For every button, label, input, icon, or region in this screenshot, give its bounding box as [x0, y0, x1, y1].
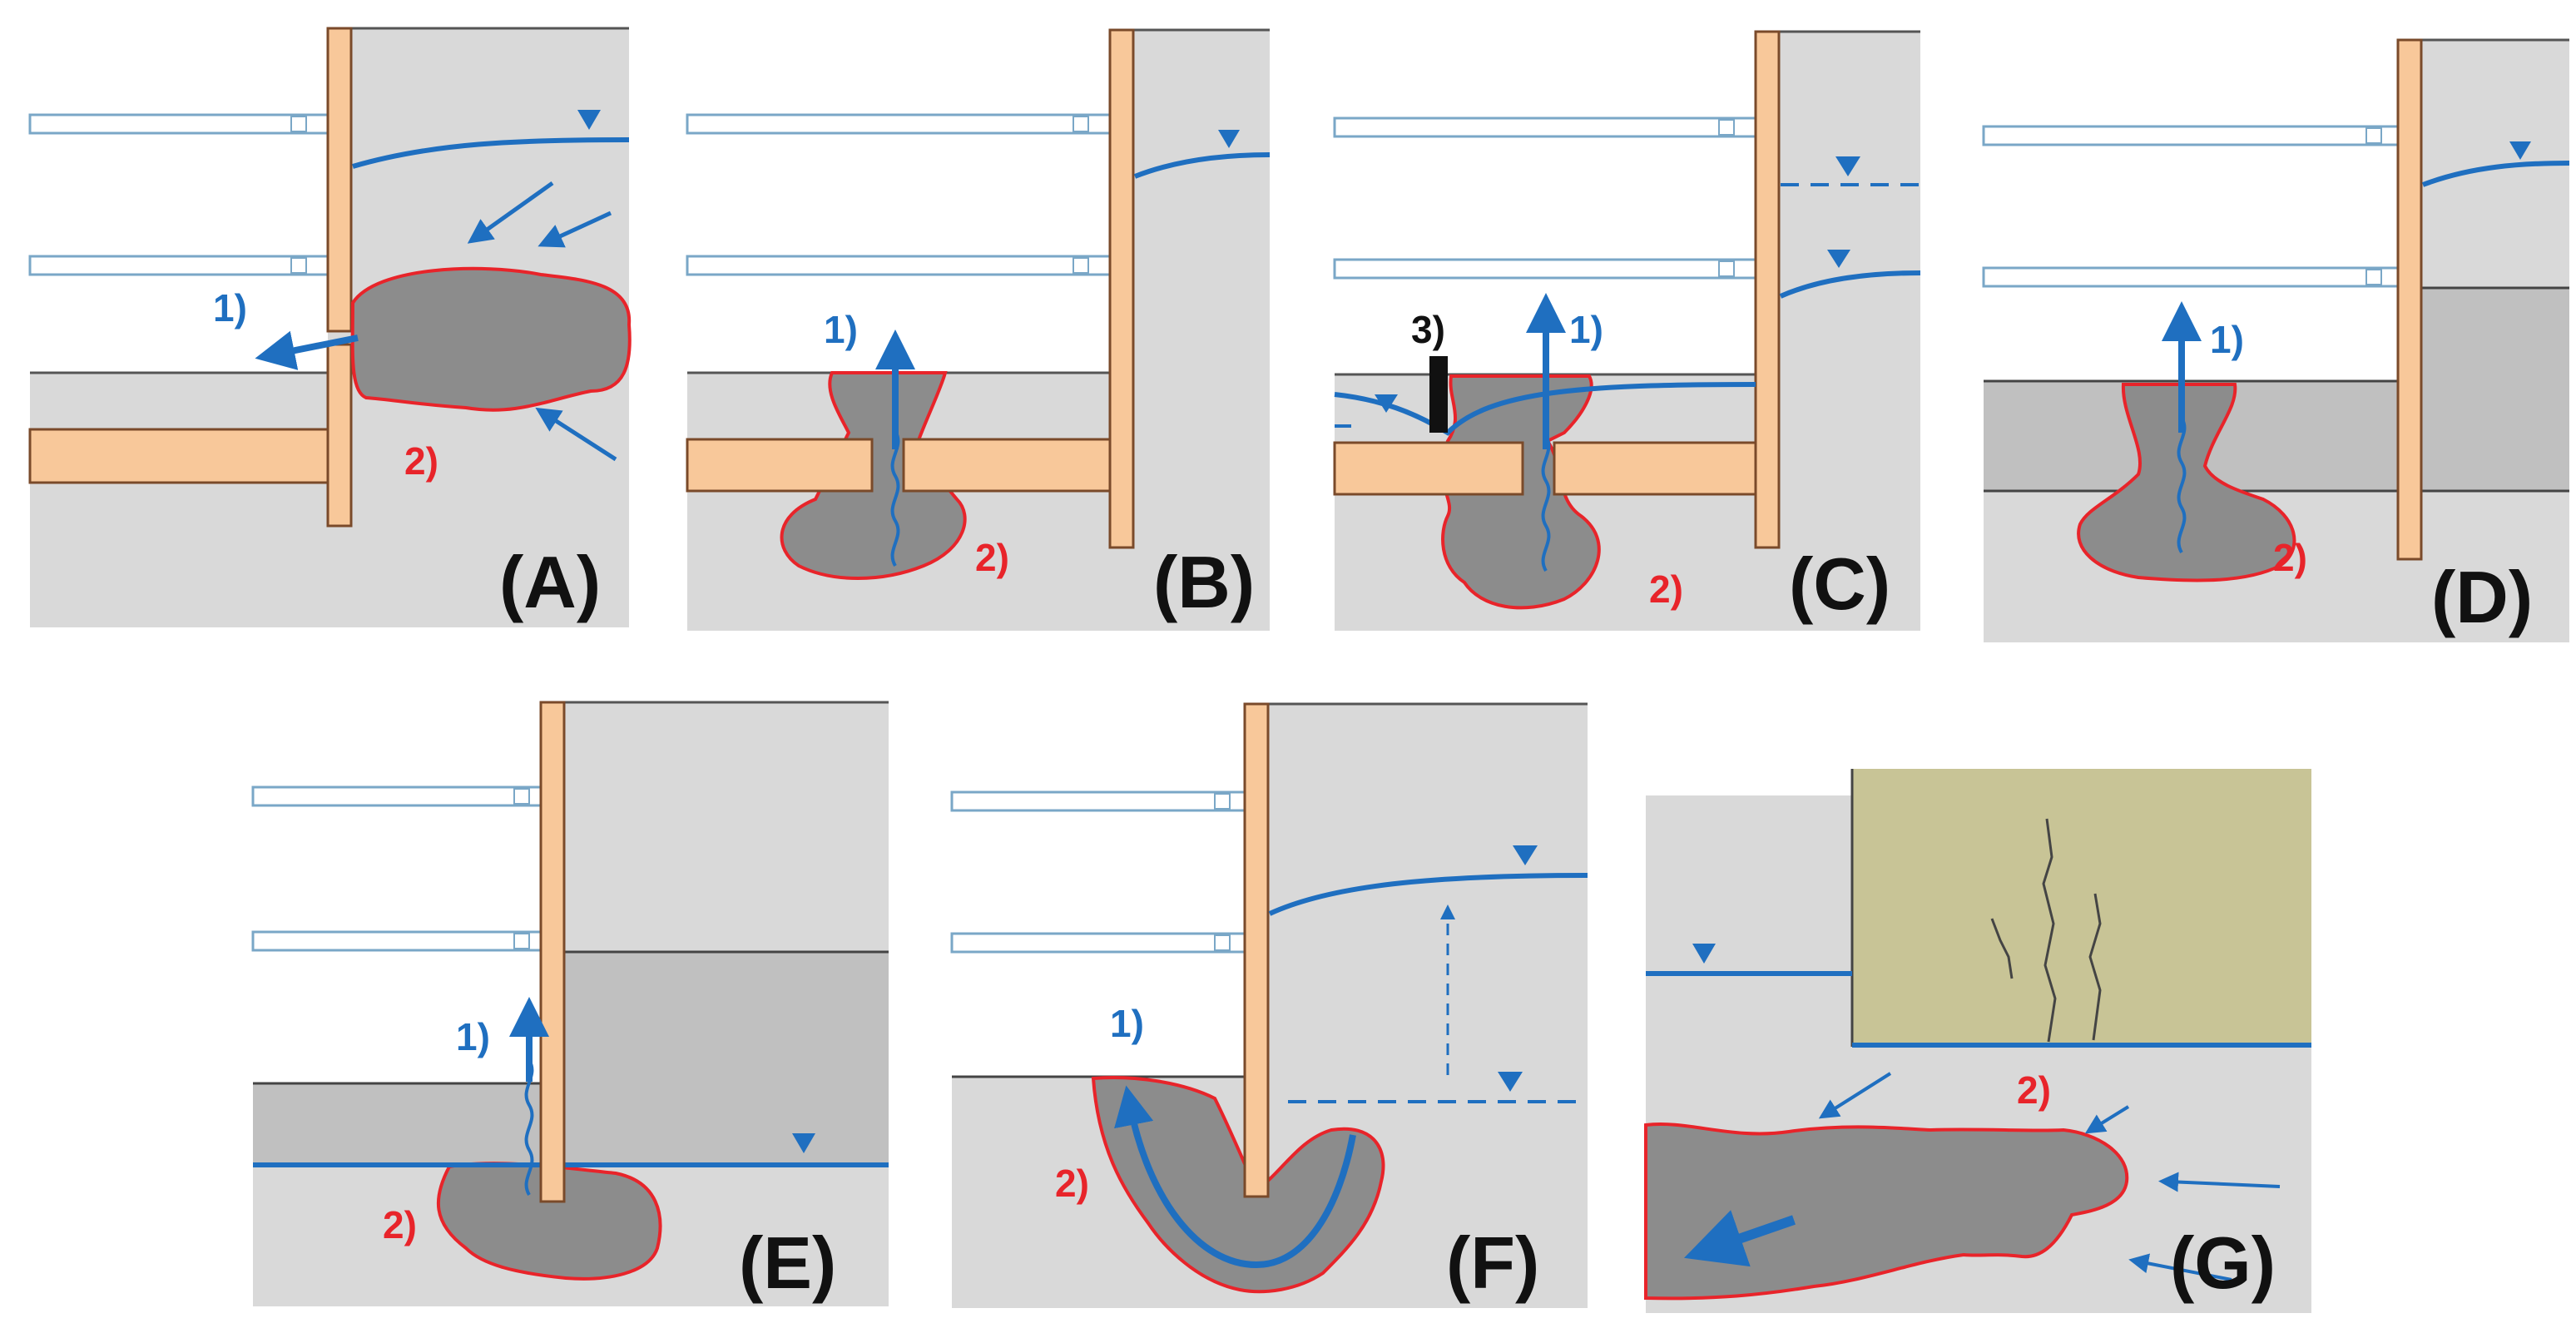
- strut: [28, 113, 329, 135]
- retaining-wall: [326, 27, 353, 333]
- seepage-arrow: [2084, 1105, 2130, 1134]
- strut: [1333, 116, 1757, 138]
- base-slab: [1333, 441, 1524, 496]
- seepage-path: [2177, 416, 2187, 554]
- strut: [28, 255, 329, 276]
- strut: [950, 790, 1246, 812]
- label-2: 2): [404, 439, 438, 483]
- water-level-marker-icon: [1218, 130, 1240, 148]
- excavation-air: [687, 30, 1110, 373]
- panel-a: 1) 2) (A): [28, 27, 632, 627]
- strut: [251, 785, 542, 807]
- panel-letter: (G): [2170, 1222, 2276, 1304]
- low-permeability-layer: [2421, 288, 2569, 491]
- label-2: 2): [1649, 567, 1683, 611]
- panel-e: 1) 2) (E): [251, 701, 889, 1306]
- retaining-wall: [1243, 702, 1270, 1198]
- water-level-marker-icon: [792, 1133, 815, 1153]
- water-level-marker-icon: [1375, 394, 1398, 413]
- groundwater-table: [2421, 161, 2570, 187]
- flow-arrow: [1114, 1085, 1356, 1269]
- crack-icon: [1990, 918, 2014, 979]
- strut: [686, 113, 1112, 135]
- strut: [1982, 125, 2400, 146]
- crack-icon: [2042, 818, 2057, 1043]
- groundwater-table: [352, 137, 630, 169]
- panel-c: 3) 1) 2) (C): [1333, 30, 1921, 631]
- base-slab: [902, 438, 1112, 493]
- seepage-path: [524, 1058, 534, 1197]
- excavation-air: [253, 702, 541, 1083]
- dewatering-well: [1429, 356, 1448, 433]
- base-slab: [686, 438, 874, 493]
- label-1: 1): [1110, 1002, 1144, 1045]
- excavation-air: [1984, 40, 2398, 381]
- panel-letter: (B): [1153, 541, 1255, 623]
- flow-arrow: [255, 330, 359, 370]
- seepage-path: [890, 429, 900, 567]
- panel-letter: (F): [1446, 1222, 1539, 1304]
- label-2: 2): [383, 1203, 417, 1246]
- disturbed-soil-zone: [1644, 1122, 2129, 1301]
- label-2: 2): [1055, 1162, 1089, 1205]
- seepage-arrow: [537, 211, 612, 248]
- base-slab: [1553, 441, 1757, 496]
- label-1: 1): [213, 286, 247, 330]
- label-1: 1): [1569, 308, 1603, 351]
- seepage-path: [1541, 434, 1551, 572]
- water-level-marker-icon: [577, 110, 601, 130]
- label-1: 1): [456, 1015, 490, 1058]
- retaining-wall: [326, 343, 353, 528]
- retaining-wall: [2396, 38, 2423, 561]
- panel-letter: (D): [2431, 556, 2533, 638]
- water-level-marker-icon: [1513, 845, 1538, 865]
- label-3: 3): [1411, 308, 1445, 351]
- disturbed-soil-zone: [436, 1162, 662, 1281]
- crack-icon: [2088, 893, 2102, 1041]
- seepage-arrow: [2158, 1172, 2281, 1192]
- retaining-wall: [1108, 28, 1135, 549]
- building: [1852, 769, 2311, 1047]
- panel-f: 1) 2) (F): [950, 702, 1588, 1308]
- groundwater-table: [1779, 270, 1921, 299]
- strut: [950, 932, 1246, 954]
- label-1: 1): [2210, 318, 2244, 361]
- retaining-wall: [539, 701, 566, 1203]
- water-level-marker-icon: [1498, 1072, 1523, 1092]
- water-level-marker-icon: [1835, 156, 1860, 176]
- water-level-marker-icon: [1827, 250, 1850, 268]
- panel-letter: (E): [739, 1222, 836, 1304]
- excavation-air: [30, 28, 328, 373]
- excavation-air: [952, 704, 1245, 1077]
- label-1: 1): [824, 308, 858, 351]
- base-slab: [28, 428, 329, 484]
- panel-letter: (A): [499, 541, 601, 623]
- seepage-arrow: [2128, 1253, 2232, 1281]
- disturbed-soil-zone: [2077, 383, 2296, 582]
- groundwater-table: [1133, 152, 1271, 179]
- panel-letter: (C): [1789, 543, 1890, 625]
- strut: [251, 930, 542, 952]
- strut: [1333, 258, 1757, 280]
- groundwater-table: [1268, 873, 1588, 916]
- disturbed-soil-zone: [350, 266, 632, 412]
- retaining-wall: [1754, 30, 1781, 549]
- seepage-arrow: [467, 181, 554, 244]
- water-level-marker-icon: [1692, 944, 1716, 964]
- water-level-marker-icon: [2509, 141, 2531, 160]
- flow-arrow: [1683, 1210, 1796, 1267]
- seepage-arrow: [1818, 1072, 1892, 1119]
- seepage-arrow: [535, 407, 617, 462]
- strut: [686, 255, 1112, 276]
- label-2: 2): [975, 536, 1009, 579]
- label-2: 2): [2273, 536, 2307, 579]
- panel-d: 1) 2) (D): [1982, 38, 2570, 642]
- strut: [1982, 266, 2400, 288]
- panel-g: 2) (G): [1644, 769, 2311, 1313]
- label-2: 2): [2017, 1068, 2051, 1112]
- low-permeability-layer: [253, 1083, 541, 1167]
- low-permeability-layer: [564, 952, 889, 1167]
- panel-b: 1) 2) (B): [686, 28, 1271, 631]
